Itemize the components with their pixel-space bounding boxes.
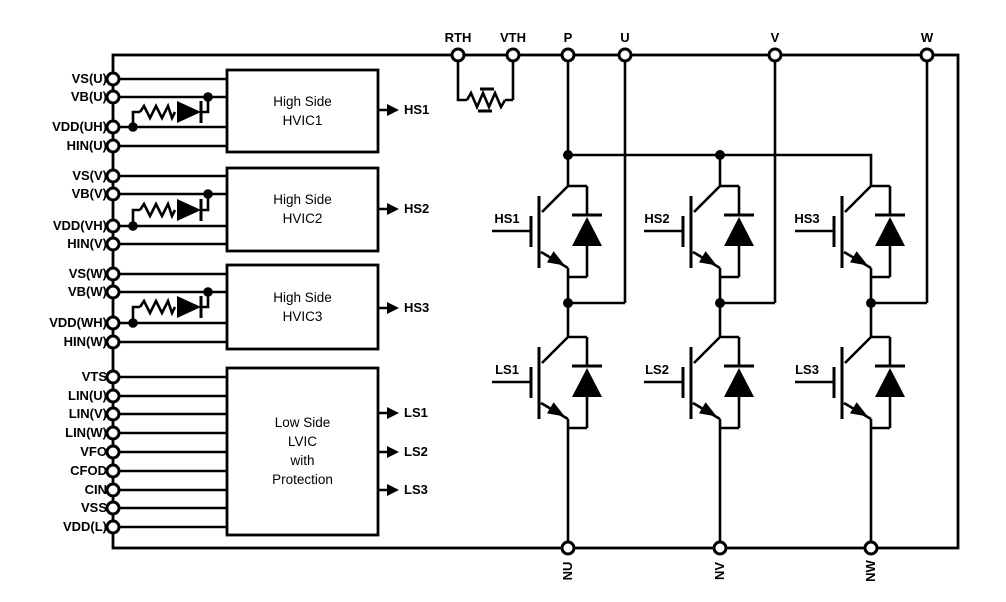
pin-label: VSS [80,500,107,515]
hvic1-box [225,68,380,154]
pin-label: VFO [80,444,107,459]
pin-label: CFOD [70,463,107,478]
pin-label: VB(W) [68,284,107,299]
pin-terminals [105,47,935,556]
igbt-hs3 [793,184,907,279]
pin-label: VDD(L) [62,519,107,534]
driver-output-label: LS2 [404,444,428,459]
driver-output-label: HS3 [404,300,430,315]
pin-label: LIN(V) [68,406,107,421]
driver-output-arrows [378,104,399,496]
gate-label: LS1 [495,362,519,377]
igbt-ls2 [642,335,756,430]
igbt-ls1 [490,335,604,430]
igbt-hs2 [642,184,756,279]
hvic2-box [225,166,380,253]
gate-label: HS1 [494,211,520,226]
gate-label: HS3 [794,211,820,226]
igbt-ls3 [793,335,907,430]
gate-label: LS3 [795,362,819,377]
left-pin-wires [113,77,227,529]
pin-label: VB(V) [71,186,107,201]
lvic-box [225,366,380,537]
driver-output-label: HS2 [404,201,430,216]
pin-label: VB(U) [70,89,107,104]
driver-output-label: LS3 [404,482,428,497]
pin-label: NV [712,561,727,581]
pin-label: VTH [500,30,526,45]
gate-label: LS2 [645,362,669,377]
pin-label: LIN(W) [65,425,107,440]
pin-label: VTS [81,369,107,384]
bootstrap-circuit-w [128,287,213,328]
junction-dots [563,150,876,308]
driver-output-label: HS1 [404,102,430,117]
igbt-hs1 [490,184,604,279]
pin-label: HIN(V) [67,236,107,251]
bootstrap-circuit-u [128,92,213,132]
pin-label: RTH [444,30,472,45]
pin-label: U [620,30,630,45]
gate-label: HS2 [644,211,670,226]
pin-label: HIN(W) [63,334,107,349]
pin-label: W [920,30,934,45]
pin-label: HIN(U) [66,138,107,153]
pin-label: LIN(U) [68,388,107,403]
pin-label: NU [560,561,575,581]
pin-label: VS(W) [68,266,107,281]
pin-label: CIN [84,482,107,497]
thermistor [456,61,515,113]
pin-label: V [770,30,780,45]
module-outline [111,53,960,550]
pin-label: VS(U) [71,71,107,86]
bootstrap-circuit-v [128,189,213,231]
pin-label: NW [863,560,878,582]
pin-label: VDD(UH) [52,119,107,134]
pin-label: VS(V) [72,168,107,183]
pin-label: P [563,30,573,45]
driver-output-label: LS1 [404,405,428,420]
pin-label: VDD(WH) [49,315,107,330]
pin-label: VDD(VH) [52,218,107,233]
